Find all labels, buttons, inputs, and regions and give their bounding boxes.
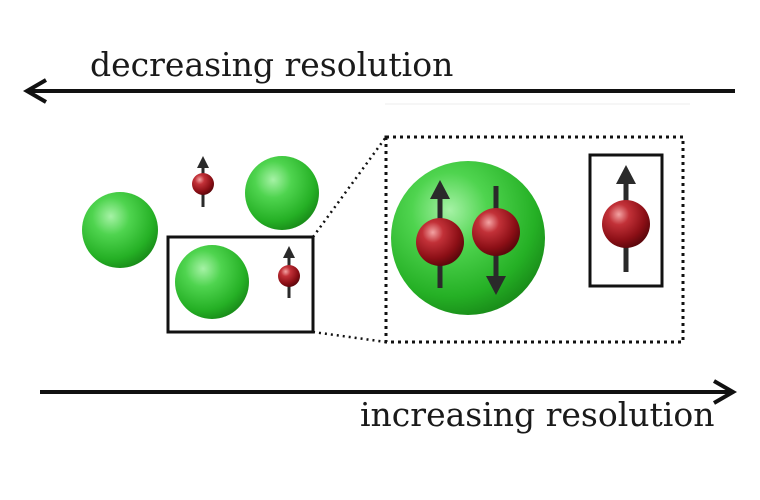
left-cluster [82,156,319,268]
red-sphere-icon [278,265,300,287]
red-particle-spin-down [472,186,520,295]
spin-down-head [486,276,506,295]
spin-up-head [616,165,636,184]
spin-up-head [197,156,209,168]
red-particle-spin-up [416,180,464,288]
zoom-connector-top [311,136,388,238]
arrow-left-icon [23,78,48,104]
spin-up-head [283,246,295,258]
green-sphere-icon [175,245,249,319]
red-sphere-icon [416,218,464,266]
red-particle-spin-up [602,165,650,272]
top-arrow-label: decreasing resolution [90,45,453,84]
green-sphere-icon [245,156,319,230]
bottom-arrow-label: increasing resolution [360,395,714,434]
decreasing-resolution-arrow [23,78,735,104]
red-sphere-icon [192,173,214,195]
red-sphere-icon [602,200,650,248]
selection-box-small [166,235,315,334]
red-particle-spin-up [192,156,214,207]
zoom-connector-bottom [312,330,387,344]
red-particle-spin-up [278,246,300,298]
increasing-resolution-arrow [40,379,737,405]
spin-up-head [430,180,450,199]
red-sphere-icon [472,208,520,256]
green-sphere-icon [82,192,158,268]
arrow-right-icon [712,379,737,405]
selection-box-inner [588,153,664,288]
green-sphere-icon [391,161,545,315]
zoom-box [384,135,685,344]
